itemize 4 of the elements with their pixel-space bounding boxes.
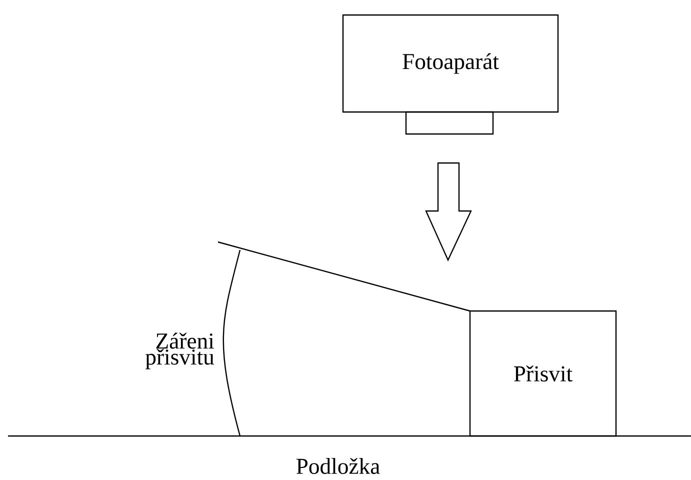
- label: Podložka: [296, 458, 380, 474]
- label: Zářeni přisvitu: [146, 332, 214, 370]
- box: Fotoaparát: [342, 14, 559, 113]
- box: Přisvit: [469, 310, 617, 437]
